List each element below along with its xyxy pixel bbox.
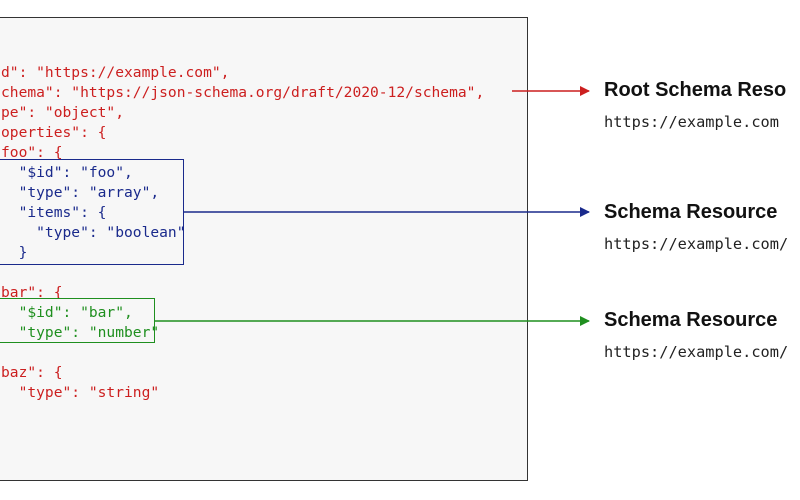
json-schema-code-panel: d": "https://example.com", chema": "http…: [0, 17, 528, 481]
code-line-bar-type: "type": "number": [1, 324, 160, 341]
code-line-bar-id: "$id": "bar",: [1, 304, 133, 321]
code-line-id: d": "https://example.com",: [1, 64, 230, 81]
foo-resource-uri: https://example.com/: [604, 235, 789, 253]
code-line-items-close: }: [1, 244, 28, 261]
code-line-properties: operties": {: [1, 124, 107, 141]
foo-resource-title: Schema Resource: [604, 201, 778, 223]
code-line-foo-key: foo": {: [1, 144, 63, 161]
root-resource-uri: https://example.com: [604, 113, 779, 131]
bar-resource-title: Schema Resource: [604, 309, 778, 331]
code-line-foo-items: "items": {: [1, 204, 107, 221]
code-line-baz-type: "type": "string": [1, 384, 160, 401]
code-line-schema: chema": "https://json-schema.org/draft/2…: [1, 84, 485, 101]
code-line-baz-key: baz": {: [1, 364, 63, 381]
code-line-foo-type: "type": "array",: [1, 184, 160, 201]
bar-subschema-highlight-box: [0, 298, 155, 343]
root-resource-title: Root Schema Reso: [604, 79, 787, 101]
code-line-foo-id: "$id": "foo",: [1, 164, 133, 181]
foo-subschema-highlight-box: [0, 159, 184, 265]
code-line-items-type: "type": "boolean": [1, 224, 186, 241]
bar-resource-uri: https://example.com/: [604, 343, 789, 361]
code-line-bar-key: bar": {: [1, 284, 63, 301]
code-line-type: pe": "object",: [1, 104, 125, 121]
